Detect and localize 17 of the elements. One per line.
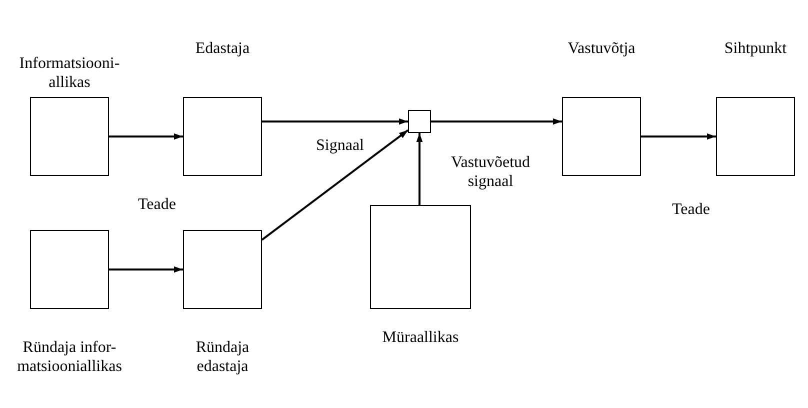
message-label: Teade [138, 195, 176, 214]
arrow [109, 266, 183, 273]
box-heading: Vastuvõtja [566, 39, 636, 58]
junction-box [408, 110, 431, 133]
arrow [416, 133, 423, 205]
box-heading: Ründaja edastaja [194, 338, 250, 376]
box-heading: Müraallikas [381, 328, 460, 347]
arrow [109, 133, 183, 140]
box-heading: Sihtpunkt [723, 39, 788, 58]
arrow [431, 118, 562, 125]
arrow [262, 118, 408, 125]
box-heading: Informatsiooni- allikas [18, 54, 121, 92]
message-label: Teade [672, 200, 710, 219]
box-heading: Edastaja [194, 39, 251, 58]
box-heading: Ründaja infor- matsiooniallikas [16, 338, 123, 376]
arrow [261, 129, 409, 241]
arrow [641, 133, 716, 140]
